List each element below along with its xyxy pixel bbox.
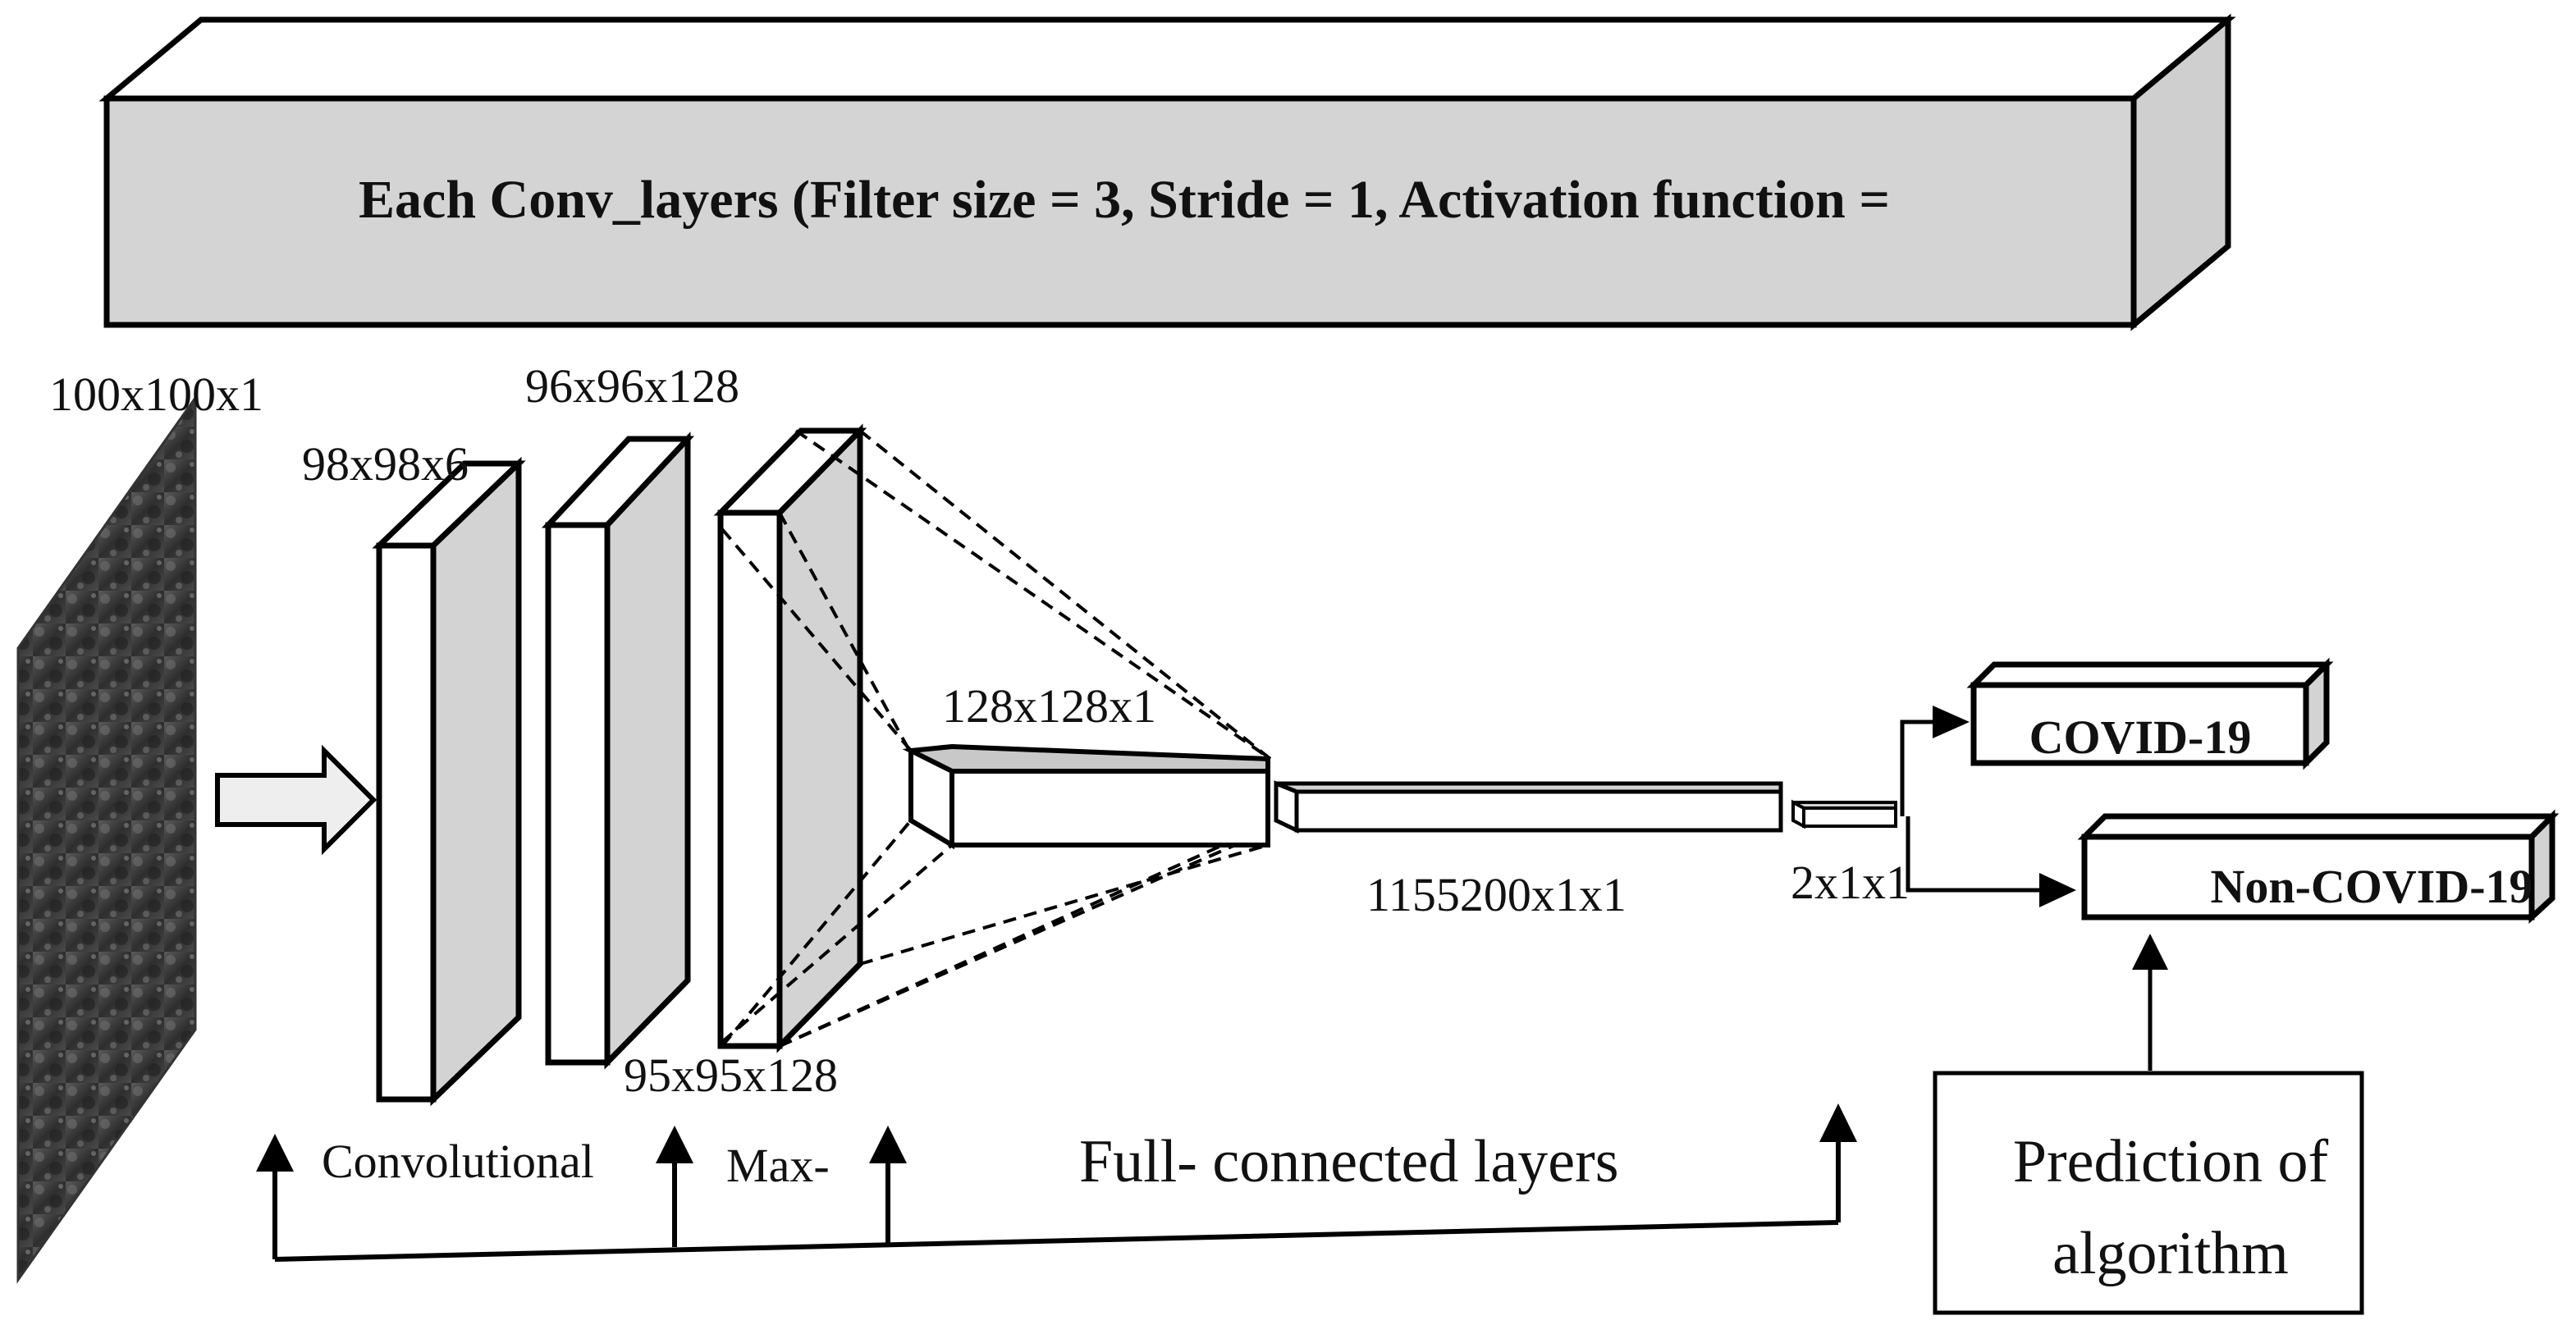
output-block <box>1791 799 1897 829</box>
arrow-up-pool <box>869 1126 907 1163</box>
output-dim-label: 2x1x1 <box>1791 856 1910 909</box>
flatten-block <box>902 743 1270 850</box>
prediction-arrow <box>2132 934 2168 970</box>
conv-layer-2 <box>541 432 695 1070</box>
pool-label: Max- <box>726 1139 830 1192</box>
pool-layer <box>713 423 867 1053</box>
projection-lines <box>721 429 1272 1048</box>
input-dim-label: 100x100x1 <box>49 368 263 421</box>
arrow-up-fc <box>1819 1103 1857 1142</box>
arrow-up-conv <box>256 1134 294 1172</box>
output-connectors <box>1900 720 2043 893</box>
arrow-up-conv2 <box>656 1126 693 1163</box>
banner-text: Each Conv_layers (Filter size = 3, Strid… <box>359 170 1890 230</box>
banner-box <box>98 13 2236 331</box>
noncovid-label: Non-COVID-19 <box>2210 860 2533 913</box>
conv-label: Convolutional <box>322 1135 594 1188</box>
bottom-connector <box>274 1220 1839 1262</box>
input-arrow <box>215 744 377 856</box>
arrow-to-noncovid <box>2039 873 2076 907</box>
noncovid-box <box>2077 809 2560 924</box>
dense-dim-label: 1155200x1x1 <box>1366 868 1627 921</box>
pool-dim-label: 95x95x128 <box>624 1048 838 1102</box>
covid-label: COVID-19 <box>2029 710 2252 764</box>
conv1-dim-label: 98x98x6 <box>302 437 469 491</box>
conv-layer-1 <box>372 456 526 1107</box>
bottom-arrow-stems <box>272 1136 1841 1259</box>
dense-block <box>1274 780 1783 834</box>
arrow-to-covid <box>1933 706 1970 738</box>
conv2-dim-label: 96x96x128 <box>525 359 739 413</box>
input-image <box>16 394 197 1284</box>
prediction-box <box>1933 1071 2364 1315</box>
fc-label: Full- connected layers <box>1079 1128 1619 1195</box>
flatten-dim-label: 128x128x1 <box>942 679 1156 733</box>
prediction-line-1: Prediction of <box>2013 1128 2329 1195</box>
prediction-line-2: algorithm <box>2052 1220 2289 1287</box>
covid-box <box>1966 657 2334 770</box>
